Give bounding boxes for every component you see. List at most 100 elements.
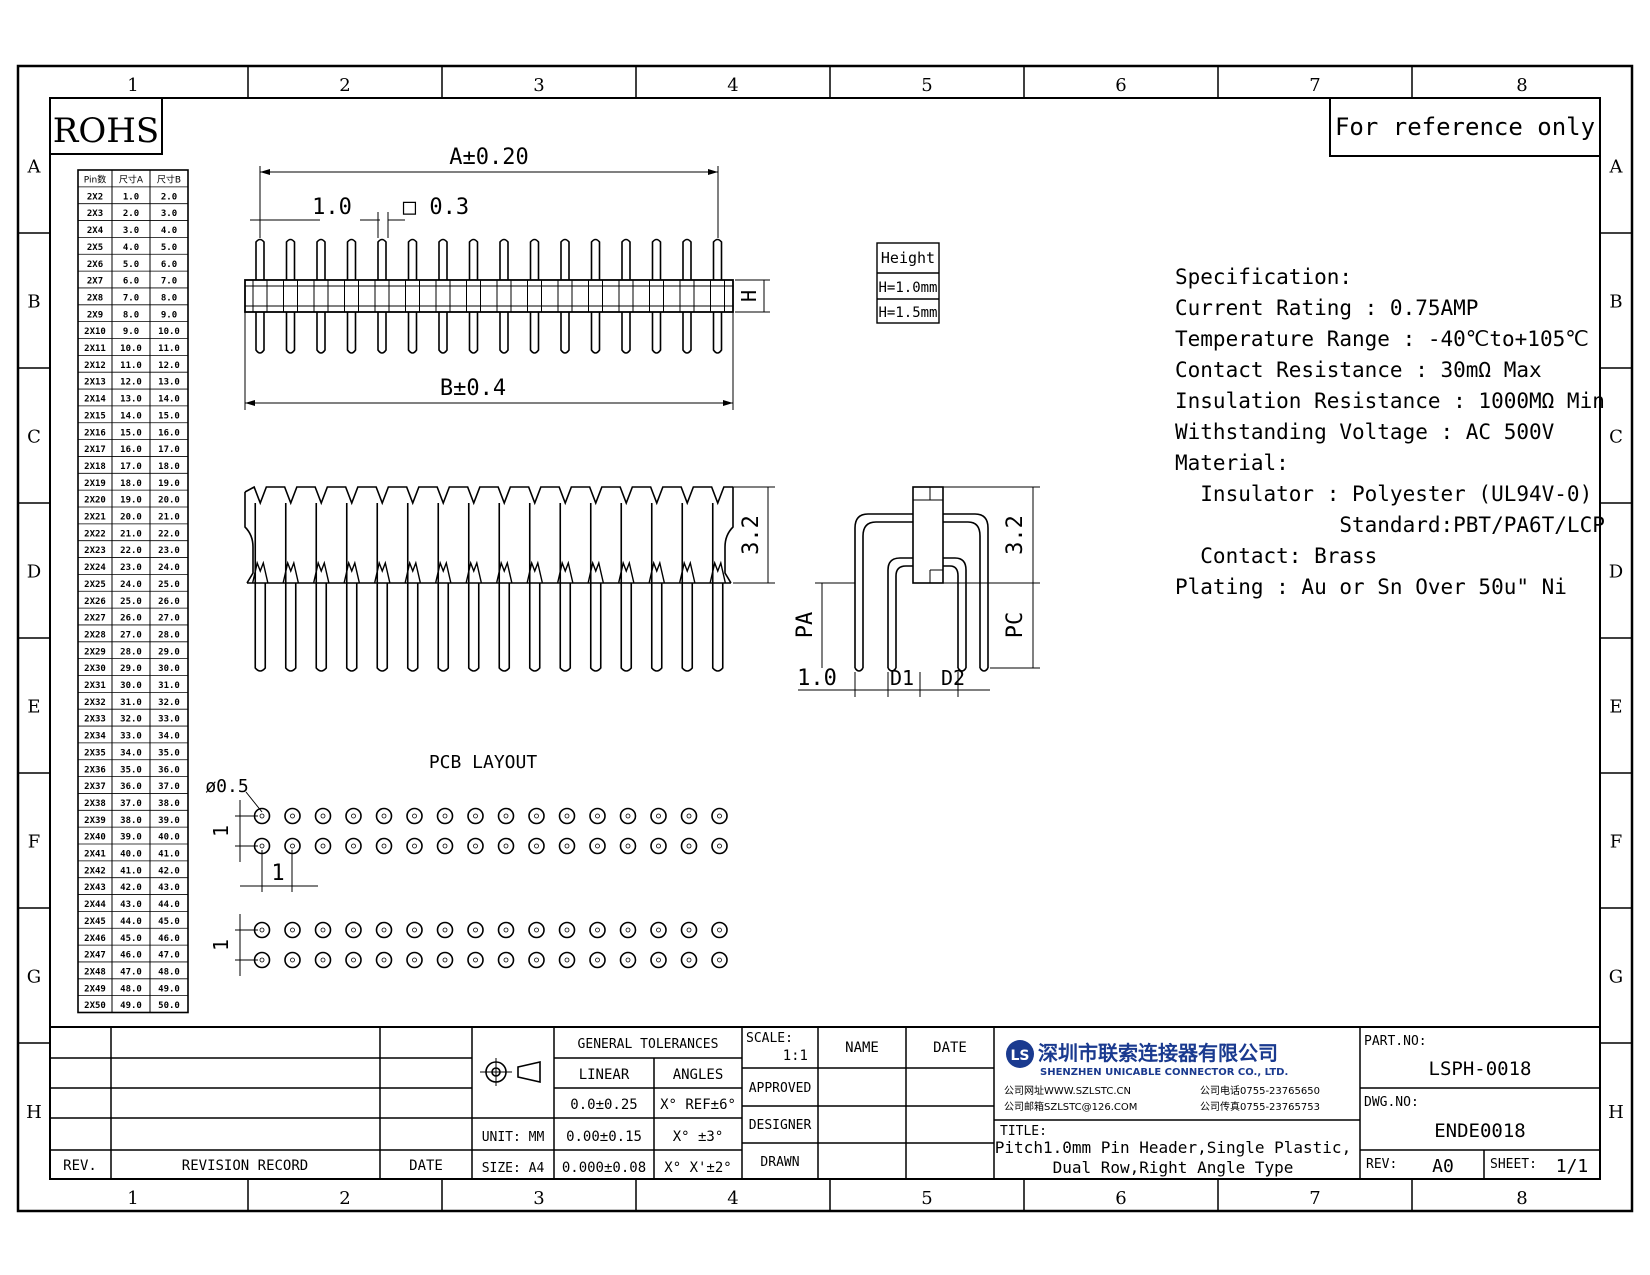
pcb-hole-center: [534, 927, 539, 933]
sheet-value: 1/1: [1556, 1156, 1589, 1177]
angle-tol-3: X° X'±2°: [664, 1160, 731, 1176]
pin-top: [285, 238, 296, 280]
pin-table-cell: 2X47: [84, 951, 106, 961]
pcb-hole-center: [656, 957, 661, 963]
pcb-hole: [589, 807, 606, 825]
spec-line: Specification:: [1175, 265, 1352, 289]
pcb-hole-center: [595, 957, 600, 963]
pin-top: [529, 238, 540, 280]
pin-bottom: [529, 312, 540, 354]
drawing-frame: [16, 64, 1634, 1213]
pin-table-cell: 2X33: [84, 715, 106, 725]
pin-bottom: [377, 312, 387, 354]
pcb-hole-center: [290, 927, 295, 933]
pcb-hole-center: [442, 813, 448, 819]
pcb-hole: [497, 807, 515, 825]
pcb-hole-center: [381, 927, 387, 933]
pcb-hole-center: [625, 957, 631, 963]
pin-table-cell: 33.0: [120, 732, 142, 742]
dwg-no-value: ENDE0018: [1434, 1120, 1526, 1142]
angles-header: ANGLES: [673, 1067, 724, 1083]
size-label: SIZE: A4: [482, 1161, 545, 1176]
pcb-hole: [406, 951, 423, 969]
linear-header: LINEAR: [579, 1067, 630, 1083]
pin-table-cell: 25.0: [158, 580, 180, 590]
linear-tol-2: 0.00±0.15: [566, 1129, 642, 1145]
pcb-hole-center: [351, 957, 356, 963]
pcb-hole-center: [625, 927, 631, 933]
pcb-hole: [528, 951, 545, 969]
pin-table-cell: 32.0: [158, 698, 180, 708]
pin-table-cell: 47.0: [120, 967, 142, 977]
spec-line: Temperature Range : -40℃to+105℃: [1175, 327, 1589, 351]
pin-segment: [496, 279, 512, 313]
pin-table-cell: 48.0: [120, 984, 142, 994]
pin-bottom: [316, 312, 326, 354]
pin-table-cell: 41.0: [158, 850, 180, 860]
pcb-hole: [528, 807, 545, 825]
pin-table-cell: 39.0: [120, 833, 142, 843]
column-label-bottom: 1: [127, 1188, 138, 1209]
pcb-hole: [284, 951, 301, 969]
pcb-hole: [497, 921, 515, 939]
pin-table-cell: 24.0: [120, 580, 142, 590]
pcb-hole-center: [534, 843, 539, 849]
pin-table-cell: 3.0: [161, 209, 177, 219]
pin-table-cell: 2X8: [87, 293, 103, 303]
pcb-hole-center: [564, 927, 570, 933]
pcb-hole-center: [351, 843, 356, 849]
company-logo-icon: LS: [1006, 1040, 1034, 1068]
pin-table-cell: 2X11: [84, 344, 106, 354]
pin-leg: [711, 503, 724, 672]
linear-tol-3: 0.000±0.08: [562, 1160, 646, 1176]
pcb-hole: [619, 807, 637, 825]
pcb-hole: [314, 921, 332, 939]
pin-table-cell: 14.0: [120, 411, 142, 421]
pin-table-cell: 2X3: [87, 209, 103, 219]
pin-table-cell: 6.0: [161, 260, 177, 270]
pin-table-cell: 2X2: [87, 192, 103, 202]
row-label-right: A: [1609, 157, 1624, 178]
pin-table-cell: 36.0: [158, 765, 180, 775]
pcb-hole-center: [259, 957, 265, 963]
pin-table-cell: 49.0: [120, 1001, 142, 1011]
pin-table-cell: 2X12: [84, 361, 106, 371]
pcb-hole-center: [717, 813, 722, 819]
pin-table-header: 尺寸B: [157, 174, 181, 186]
column-label-bottom: 2: [339, 1188, 350, 1209]
pin-table-cell: 22.0: [120, 546, 142, 556]
pin-segment: [313, 279, 329, 313]
pin-table-cell: 2X28: [84, 630, 106, 640]
pin-table-cell: 2X19: [84, 479, 106, 489]
height-table: Height H=1.0mm H=1.5mm: [876, 242, 940, 324]
pcb-hole-center: [320, 843, 326, 849]
pin-table-cell: 2X21: [84, 513, 106, 523]
pin-table-cell: 20.0: [120, 513, 142, 523]
pin-table-cell: 47.0: [158, 951, 180, 961]
pin-table-cell: 30.0: [158, 664, 180, 674]
pin-table-cell: 29.0: [158, 647, 180, 657]
pcb-hole: [680, 951, 698, 969]
pin-table-cell: 27.0: [158, 614, 180, 624]
column-label-top: 8: [1516, 75, 1527, 96]
pin-table-cell: 12.0: [120, 378, 142, 388]
pin-leg: [681, 503, 694, 672]
pcb-hole: [467, 951, 484, 969]
designer-label: DESIGNER: [749, 1118, 812, 1133]
pin-table-cell: 13.0: [120, 395, 142, 405]
column-label-bottom: 3: [533, 1188, 544, 1209]
pin-leg: [589, 503, 602, 672]
pin-table-cell: 2X14: [84, 395, 106, 405]
pin-table-cell: 32.0: [120, 715, 142, 725]
pcb-hole: [375, 921, 393, 939]
pcb-hole: [345, 807, 362, 825]
pin-bottom: [712, 312, 723, 354]
pin-table-cell: 2X29: [84, 647, 106, 657]
pin-top: [560, 238, 570, 280]
pin-table-cell: 45.0: [120, 934, 142, 944]
pin-segment: [435, 279, 451, 313]
company-name-cn: 深圳市联索连接器有限公司: [1038, 1041, 1278, 1065]
pcb-hole-center: [534, 813, 539, 819]
pin-table-cell: 10.0: [158, 327, 180, 337]
